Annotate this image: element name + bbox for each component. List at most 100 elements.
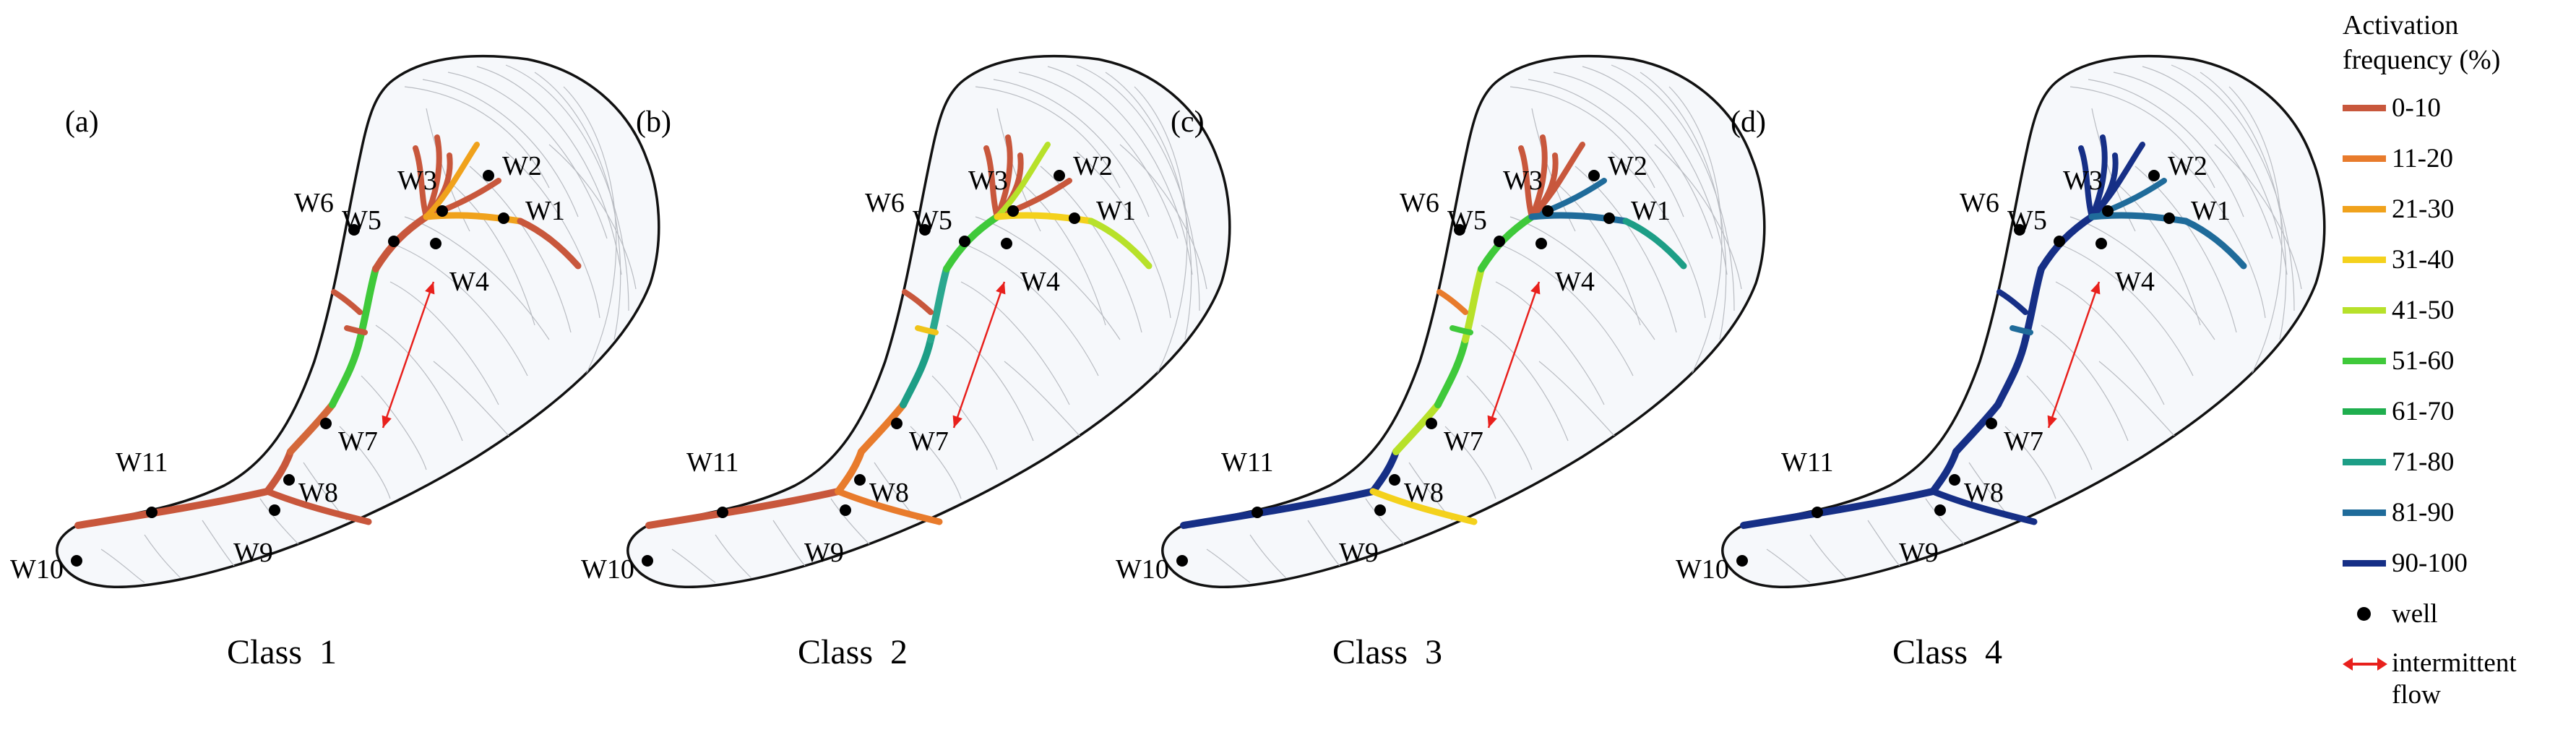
stream-segment-w9-branch xyxy=(835,488,943,525)
contour-line xyxy=(2069,86,2215,189)
well-label: W7 xyxy=(909,426,949,457)
contour-line xyxy=(1040,165,1142,333)
well-marker xyxy=(1986,418,1997,429)
legend-item-label: 61-70 xyxy=(2392,397,2455,426)
well-label: W6 xyxy=(1400,188,1439,218)
legend-title-line1: Activation xyxy=(2343,10,2459,40)
contour-line xyxy=(389,281,499,405)
contour-line xyxy=(361,375,427,470)
contour-line xyxy=(447,180,535,326)
well-label: W5 xyxy=(913,205,952,236)
contour-line xyxy=(548,144,637,290)
well-marker xyxy=(2148,170,2160,181)
contour-line xyxy=(2200,72,2287,340)
contour-line xyxy=(1553,180,1641,326)
well-label: W5 xyxy=(342,205,382,236)
stream-segment-b2 xyxy=(2089,134,2108,220)
legend-item-label: 0-10 xyxy=(2392,93,2441,123)
well-label: W4 xyxy=(1020,267,1060,297)
stream-segment-e-branch xyxy=(994,142,1051,220)
legend-swatch xyxy=(2343,155,2386,162)
well-marker xyxy=(1389,474,1400,486)
well-marker xyxy=(717,507,728,518)
contour-line xyxy=(2088,79,2244,218)
well-label: W3 xyxy=(1503,165,1543,196)
contour-line xyxy=(1553,72,1713,239)
well-marker xyxy=(430,238,441,249)
well-label: W1 xyxy=(1631,196,1671,226)
well-label: W3 xyxy=(397,165,437,196)
legend-flow-label-line2: flow xyxy=(2392,680,2441,710)
stream-segment-w10-branch xyxy=(1740,488,1937,529)
stream-segment-w9-branch xyxy=(264,488,372,525)
well-label: W10 xyxy=(10,554,64,585)
well-marker xyxy=(146,507,158,518)
well-label: W3 xyxy=(2063,165,2103,196)
well-label: W10 xyxy=(1116,554,1169,585)
stream-segment-w9-branch xyxy=(1369,488,1478,525)
legend-item-label: 31-40 xyxy=(2392,245,2455,275)
well-marker xyxy=(1252,507,1263,518)
well-marker xyxy=(2095,238,2107,249)
contour-line xyxy=(1018,72,1179,239)
contour-line xyxy=(715,534,752,579)
contour-line xyxy=(144,534,181,579)
contour-line xyxy=(1611,151,1706,319)
stream-network xyxy=(1740,134,2247,529)
contour-line xyxy=(1119,144,1207,290)
stream-segment-side1 xyxy=(331,289,363,315)
well-label: W5 xyxy=(1447,205,1487,236)
stream-network xyxy=(645,134,1153,529)
contour-line xyxy=(1047,66,1193,275)
legend-swatch xyxy=(2343,307,2386,314)
stream-segment-w7-seg xyxy=(1434,336,1469,408)
stream-segment-w10-branch xyxy=(645,488,842,529)
well-label: W8 xyxy=(298,478,338,508)
well-marker xyxy=(1603,212,1615,224)
well-marker xyxy=(1001,238,1012,249)
well-label: W11 xyxy=(1221,447,1273,478)
stream-segment-b1 xyxy=(1518,145,1535,220)
contour-line xyxy=(447,72,608,239)
stream-segment-e-branch xyxy=(423,142,480,220)
well-label: W7 xyxy=(2004,426,2043,457)
legend-swatch xyxy=(2343,560,2386,567)
contour-line xyxy=(1654,144,1742,290)
legend-well: well xyxy=(2340,594,2576,634)
contour-line xyxy=(100,548,145,583)
stream-segment-b2 xyxy=(994,134,1013,220)
well-label: W5 xyxy=(2007,205,2047,236)
contour-line xyxy=(2041,324,2129,442)
well-label: W10 xyxy=(581,554,634,585)
contour-line xyxy=(2026,375,2093,470)
well-marker xyxy=(1535,238,1547,249)
stream-segment-w1-branch xyxy=(1528,212,1629,225)
contour-line xyxy=(2214,144,2302,290)
legend-item-label: 41-50 xyxy=(2392,296,2455,325)
legend-swatch xyxy=(2343,206,2386,212)
stream-segment-w1-branch xyxy=(994,212,1095,225)
well-marker xyxy=(1176,555,1188,567)
contour-line xyxy=(1502,245,1634,377)
stream-segment-side2 xyxy=(344,325,368,335)
contour-line xyxy=(1076,64,1200,311)
legend-item-label: 71-80 xyxy=(2392,447,2455,477)
well-label: W8 xyxy=(869,478,909,508)
legend-item: 81-90 xyxy=(2340,493,2576,533)
contour-line xyxy=(1766,548,1811,583)
stream-segment-side2 xyxy=(2009,325,2033,335)
contour-line xyxy=(2055,281,2165,405)
stream-segment-trunk-mid xyxy=(287,401,336,455)
well-marker xyxy=(1736,555,1748,567)
well-marker xyxy=(2163,212,2175,224)
legend-swatch xyxy=(2343,257,2386,263)
contour-line xyxy=(931,375,998,470)
legend-flow: intermittent flow xyxy=(2340,645,2576,710)
contour-line xyxy=(1528,79,1684,218)
contour-line xyxy=(1481,324,1569,442)
stream-segment-side1 xyxy=(902,289,934,315)
panel-label: (d) xyxy=(1731,106,1766,139)
contour-line xyxy=(476,66,622,275)
